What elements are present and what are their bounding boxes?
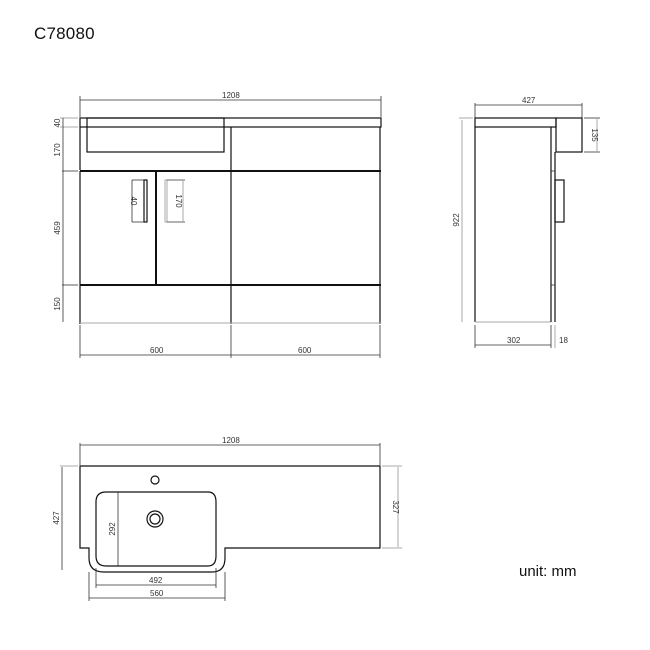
door-handle-right: [164, 179, 168, 223]
door-handle-left: [143, 179, 148, 223]
basin-bowl: [95, 491, 217, 567]
right-section-width-label: 600: [298, 346, 312, 355]
basin-height-label: 170: [53, 143, 62, 157]
model-code: C78080: [34, 24, 95, 43]
basin-outer-width-label: 560: [150, 589, 164, 598]
front-width-label: 1208: [222, 91, 240, 100]
drain-inner: [149, 513, 161, 525]
drain-outer: [146, 510, 164, 528]
side-view: 427 135 922 302 18: [452, 96, 600, 348]
handle-left-label: 40: [129, 197, 138, 206]
toilet-side-depth-label: 327: [391, 500, 400, 514]
unit-label: unit: mm: [519, 563, 577, 580]
plan-width-label: 1208: [222, 436, 240, 445]
cistern-height-label: 135: [590, 128, 599, 142]
side-height-label: 922: [452, 213, 461, 227]
front-view: 1208 40 170 40 170: [53, 91, 382, 358]
top-thickness-label: 40: [53, 118, 62, 127]
basin-depth-label: 292: [108, 522, 117, 536]
plan-view: 1208 292 427 327 492 560: [52, 436, 402, 601]
carcass-depth-label: 302: [507, 336, 521, 345]
side-handle: [554, 179, 565, 223]
tap-hole: [150, 475, 160, 485]
countertop-outline: [79, 465, 381, 573]
plinth-height-label: 150: [53, 297, 62, 311]
plan-depth-label: 427: [52, 511, 61, 525]
basin-inner-width-label: 492: [149, 576, 163, 585]
side-depth-label: 427: [522, 96, 536, 105]
door-height-label: 459: [53, 221, 62, 235]
handle-right-label: 170: [174, 194, 183, 208]
left-section-width-label: 600: [150, 346, 164, 355]
door-thickness-label: 18: [559, 336, 568, 345]
